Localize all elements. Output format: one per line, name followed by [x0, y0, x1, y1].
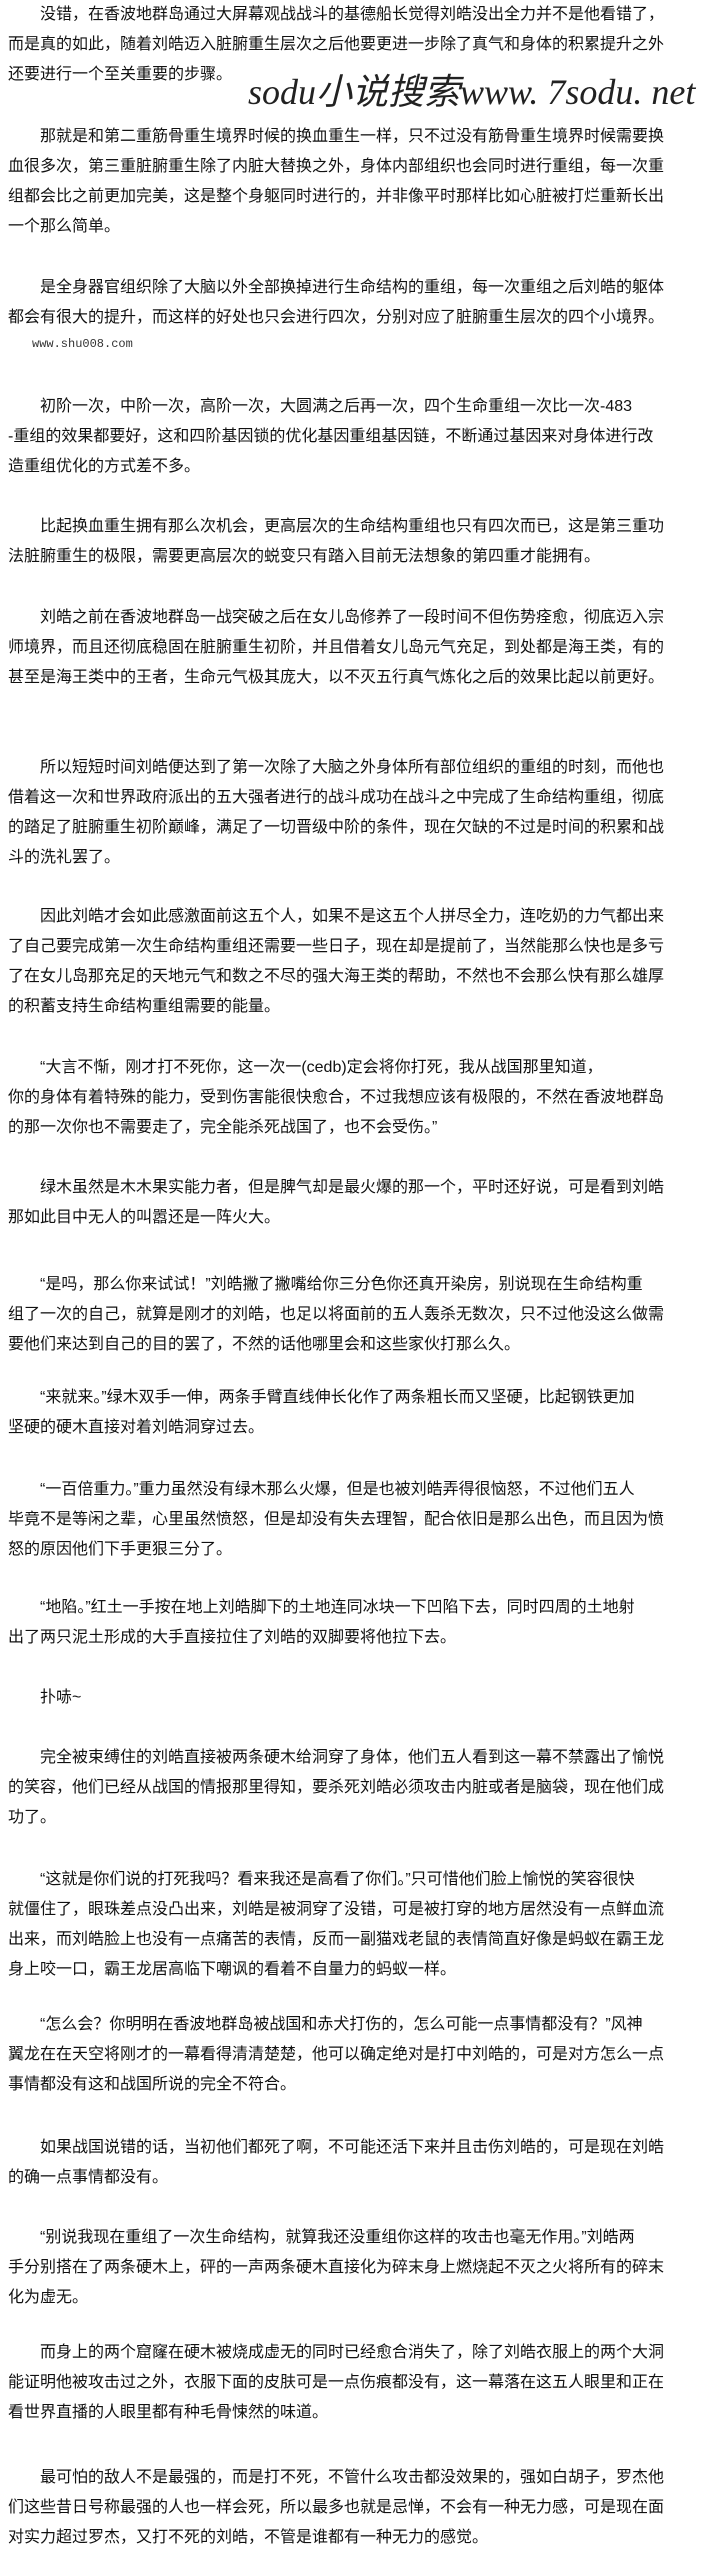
paragraph: “来就来。”绿木双手一伸，两条手臂直线伸长化作了两条粗长而又坚硬，比起钢铁更加 … [8, 1389, 635, 1436]
paragraph: 所以短短时间刘皓便达到了第一次除了大脑之外身体所有部位组织的重组的时刻，而他也 … [8, 759, 665, 866]
paragraph: 最可怕的敌人不是最强的，而是打不死，不管什么攻击都没效果的，强如白胡子，罗杰他 … [8, 2469, 665, 2546]
paragraph: “一百倍重力。”重力虽然没有绿木那么火爆，但是也被刘皓弄得很恼怒，不过他们五人 … [8, 1481, 665, 1558]
paragraph: “是吗，那么你来试试！”刘皓撇了撇嘴给你三分色你还真开染房，别说现在生命结构重 … [8, 1276, 665, 1353]
paragraph: 完全被束缚住的刘皓直接被两条硬木给洞穿了身体，他们五人看到这一幕不禁露出了愉悦 … [8, 1749, 665, 1826]
source-link[interactable]: www.shu008.com [32, 337, 133, 351]
paragraph: 而身上的两个窟窿在硬木被烧成虚无的同时已经愈合消失了，除了刘皓衣服上的两个大洞 … [8, 2344, 665, 2421]
watermark: sodu小说搜索www. 7sodu. net [248, 72, 696, 112]
paragraph: “怎么会？你明明在香波地群岛被战国和赤犬打伤的，怎么可能一点事情都没有？”风神 … [8, 2016, 665, 2093]
paragraph: “大言不惭，刚才打不死你，这一次一(cedb)定会将你打死，我从战国那里知道， … [8, 1059, 665, 1136]
paragraph: 是全身器官组织除了大脑以外全部换掉进行生命结构的重组，每一次重组之后刘皓的躯体 … [8, 279, 665, 326]
paragraph: “别说我现在重组了一次生命结构，就算我还没重组你这样的攻击也毫无作用。”刘皓两 … [8, 2229, 665, 2306]
paragraph: 初阶一次，中阶一次，高阶一次，大圆满之后再一次，四个生命重组一次比一次-483 … [8, 398, 654, 475]
paragraph: 绿木虽然是木木果实能力者，但是脾气却是最火爆的那一个，平时还好说，可是看到刘皓 … [8, 1179, 665, 1226]
paragraph: 那就是和第二重筋骨重生境界时候的换血重生一样，只不过没有筋骨重生境界时候需要换 … [8, 128, 665, 235]
paragraph: 如果战国说错的话，当初他们都死了啊，不可能还活下来并且击伤刘皓的，可是现在刘皓 … [8, 2139, 665, 2186]
paragraph: 扑哧~ [40, 1689, 82, 1706]
paragraph: 没错，在香波地群岛通过大屏幕观战战斗的基德船长觉得刘皓没出全力并不是他看错了， … [8, 6, 665, 83]
paragraph: 刘皓之前在香波地群岛一战突破之后在女儿岛修养了一段时间不但伤势痊愈，彻底迈入宗 … [8, 609, 665, 686]
paragraph: “这就是你们说的打死我吗？看来我还是高看了你们。”只可惜他们脸上愉悦的笑容很快 … [8, 1871, 665, 1978]
paragraph: “地陷。”红土一手按在地上刘皓脚下的土地连同冰块一下凹陷下去，同时四周的土地射 … [8, 1599, 635, 1646]
paragraph: 因此刘皓才会如此感激面前这五个人，如果不是这五个人拼尽全力，连吃奶的力气都出来 … [8, 908, 665, 1015]
paragraph: 比起换血重生拥有那么次机会，更高层次的生命结构重组也只有四次而已，这是第三重功 … [8, 518, 665, 565]
